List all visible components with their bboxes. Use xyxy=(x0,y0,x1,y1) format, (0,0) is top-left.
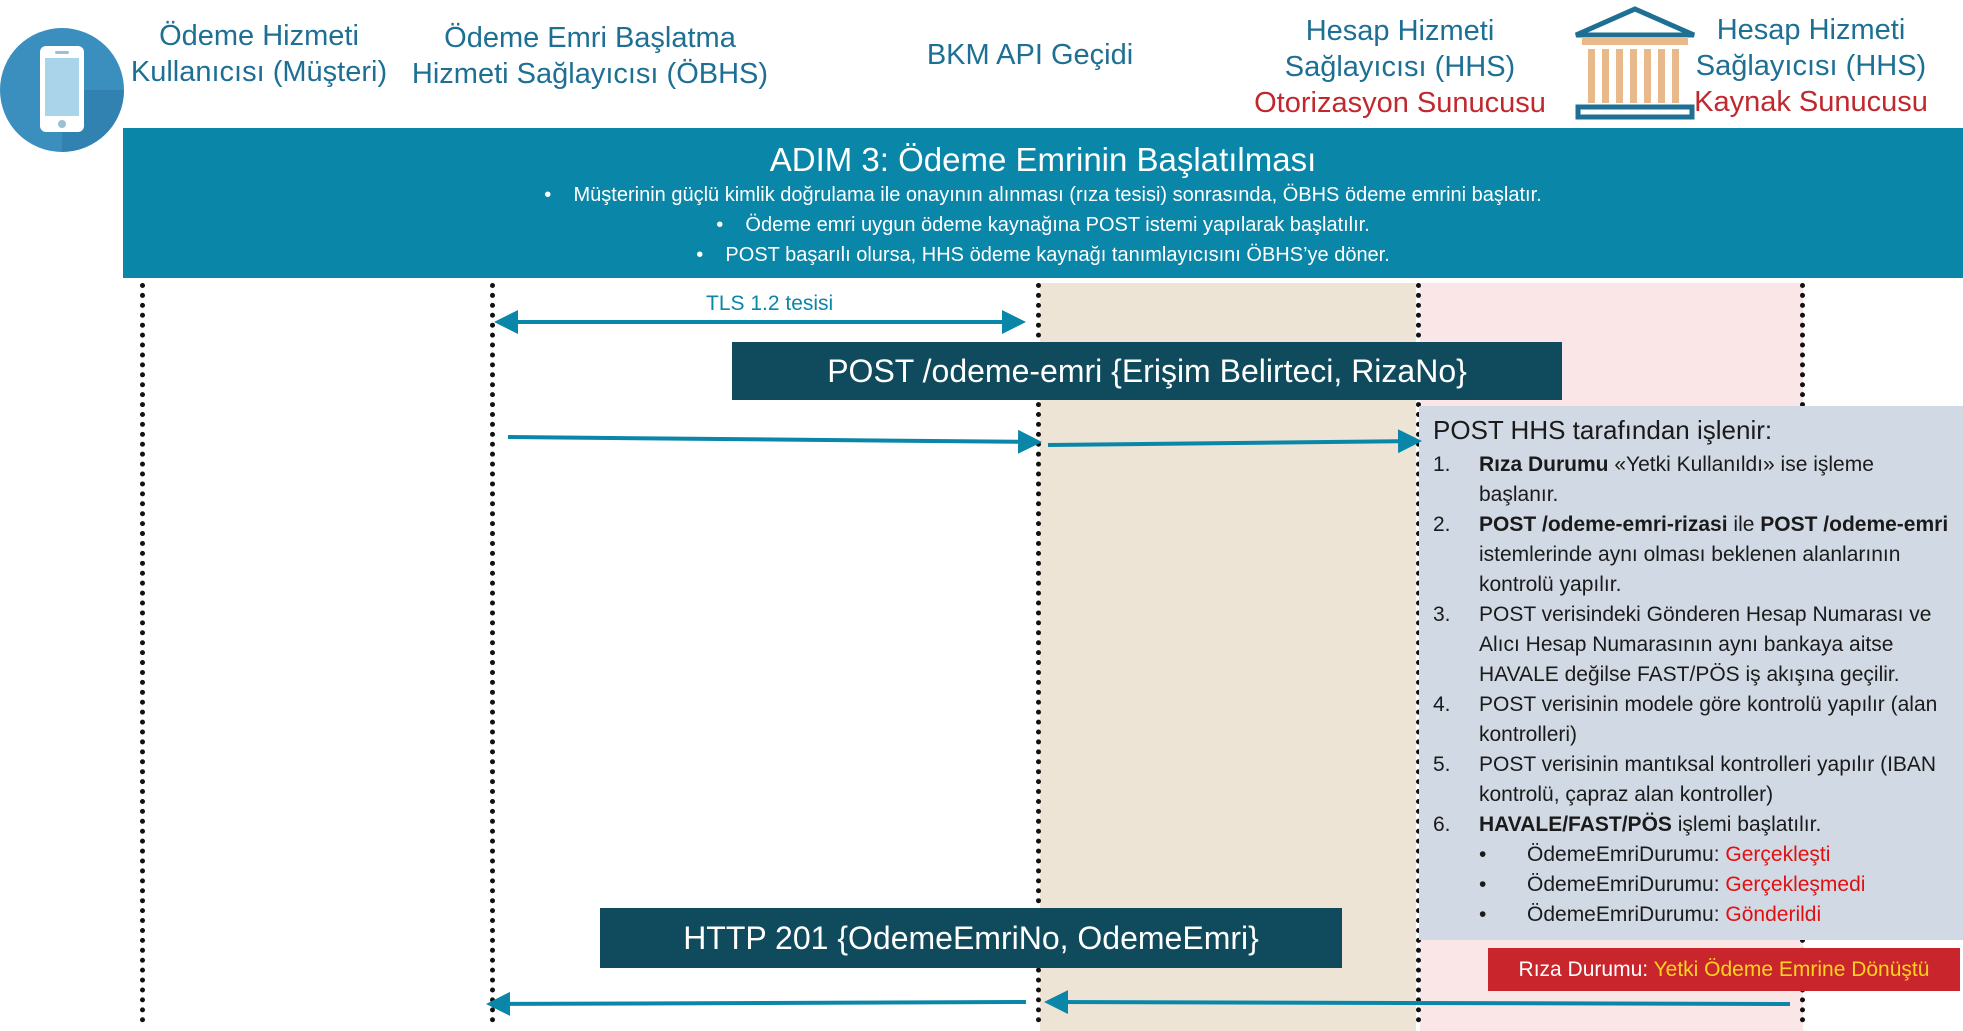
response-box: HTTP 201 {OdemeEmriNo, OdemeEmri} xyxy=(600,908,1342,968)
bank-building-icon xyxy=(1570,5,1700,125)
panel-step: 3. POST verisindeki Gönderen Hesap Numar… xyxy=(1433,603,1932,686)
gateway-actor-label: BKM API Geçidi xyxy=(926,39,1134,71)
payment-status-item: • ÖdemeEmriDurumu: Gerçekleşmedi xyxy=(1479,873,1866,896)
step-banner: ADIM 3: Ödeme Emrinin Başlatılması • Müş… xyxy=(123,128,1963,278)
hhs-processing-panel: POST HHS tarafından işlenir: 1. Rıza Dur… xyxy=(1419,406,1963,940)
post-request-box: POST /odeme-emri {Erişim Belirteci, Riza… xyxy=(732,342,1562,400)
post-arrow-to-gateway xyxy=(507,429,1042,454)
banner-bullet: • Müşterinin güçlü kimlik doğrulama ile … xyxy=(544,184,1542,206)
step-title: ADIM 3: Ödeme Emrinin Başlatılması xyxy=(769,141,1317,178)
banner-bullet: • POST başarılı olursa, HHS ödeme kaynağ… xyxy=(696,244,1390,266)
panel-step: 6. HAVALE/FAST/PÖS işlemi başlatılır. xyxy=(1433,813,1822,836)
panel-step: 2. POST /odeme-emri-rizasi ile POST /ode… xyxy=(1433,513,1949,596)
resource-server-actor-label: Hesap Hizmeti Sağlayıcısı (HHS) Kaynak S… xyxy=(1694,14,1928,118)
banner-bullet: • Ödeme emri uygun ödeme kaynağına POST … xyxy=(716,214,1370,236)
customer-lifeline xyxy=(140,283,145,1023)
payment-status-item: • ÖdemeEmriDurumu: Gerçekleşti xyxy=(1479,843,1831,866)
tls-label: TLS 1.2 tesisi xyxy=(706,292,834,315)
panel-title: POST HHS tarafından işlenir: xyxy=(1433,415,1773,445)
payment-status-item: • ÖdemeEmriDurumu: Gönderildi xyxy=(1479,903,1822,926)
auth-server-lifeline xyxy=(1416,283,1421,1023)
mobile-phone-icon xyxy=(0,28,124,152)
consent-status-badge: Rıza Durumu: Yetki Ödeme Emrine Dönüştü xyxy=(1488,948,1960,991)
obhs-lifeline xyxy=(490,283,495,1023)
gateway-lifeline xyxy=(1036,283,1041,1023)
panel-step: 1. Rıza Durumu «Yetki Kullanıldı» ise iş… xyxy=(1433,453,1874,506)
obhs-actor-label: Ödeme Emri Başlatma Hizmeti Sağlayıcısı … xyxy=(411,22,769,90)
response-arrow-to-gateway xyxy=(1044,990,1791,1015)
customer-actor-label: Ödeme Hizmeti Kullanıcısı (Müşteri) xyxy=(130,20,388,88)
response-arrow-to-obhs xyxy=(486,991,1027,1016)
panel-step: 4. POST verisinin modele göre kontrolü y… xyxy=(1433,693,1938,746)
panel-step: 5. POST verisinin mantıksal kontrolleri … xyxy=(1433,753,1937,806)
post-arrow-to-hhs xyxy=(1047,429,1422,454)
auth-server-actor-label: Hesap Hizmeti Sağlayıcısı (HHS) Otorizas… xyxy=(1254,15,1546,119)
gateway-zone xyxy=(1040,283,1416,1031)
